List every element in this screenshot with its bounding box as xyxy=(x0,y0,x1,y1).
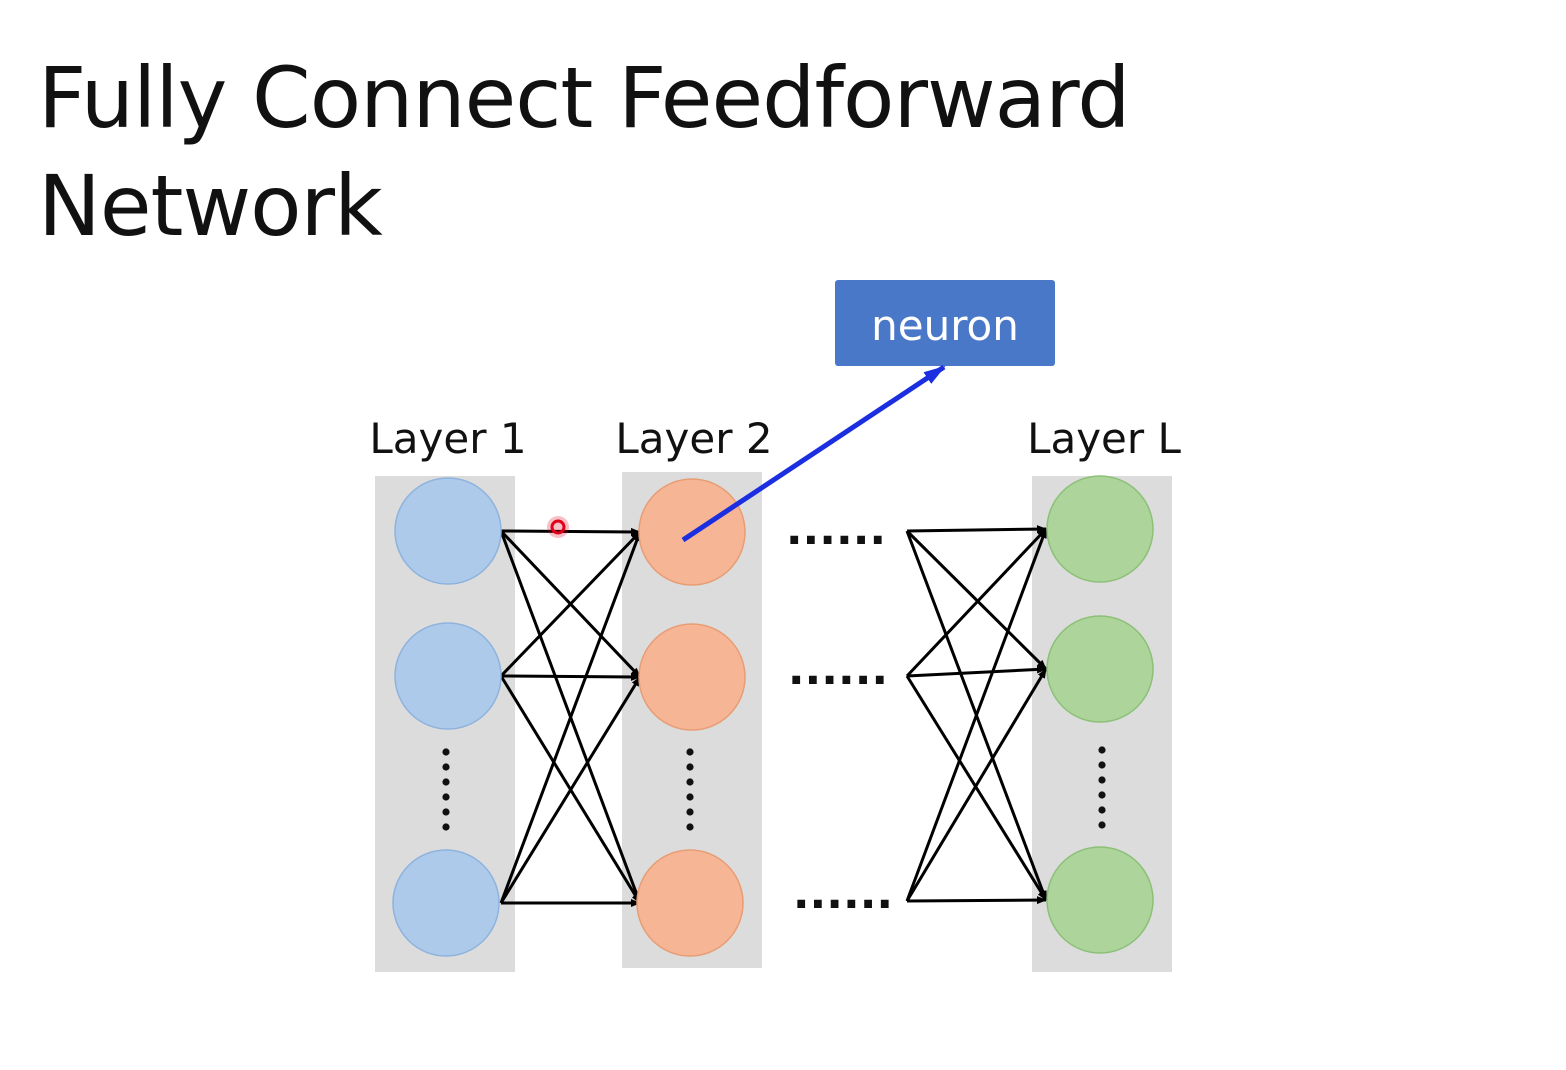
connection-edge xyxy=(906,896,1047,905)
callout-pointer-arrow xyxy=(681,364,946,543)
connection-edge xyxy=(500,672,641,681)
connection-edge xyxy=(499,531,642,904)
connection-edge xyxy=(906,665,1047,678)
connection-edge xyxy=(905,528,1048,902)
horizontal-ellipsis: ...... xyxy=(793,868,893,919)
vertical-ellipsis-dot xyxy=(442,793,450,801)
connection-edge xyxy=(905,668,1048,902)
layer-l-label: Layer L xyxy=(1027,414,1181,463)
connection-edge xyxy=(905,529,1048,671)
connection-edge xyxy=(499,530,642,678)
cursor-indicator xyxy=(547,516,569,538)
vertical-ellipsis-dot xyxy=(1098,746,1106,754)
vertical-ellipsis-dot xyxy=(1098,806,1106,814)
vertical-ellipsis-dot xyxy=(686,808,694,816)
vertical-ellipsis-dot xyxy=(442,763,450,771)
layer-1-neuron xyxy=(392,849,500,957)
vertical-ellipsis-dot xyxy=(442,778,450,786)
vertical-ellipsis-dot xyxy=(1098,821,1106,829)
layer-1-label: Layer 1 xyxy=(369,414,526,463)
layer-2-neuron xyxy=(638,623,746,731)
connection-edge xyxy=(905,527,1048,678)
layer-l-neuron xyxy=(1046,846,1154,954)
vertical-ellipsis-dot xyxy=(442,823,450,831)
layer-1-neuron xyxy=(394,622,502,730)
horizontal-ellipsis: ...... xyxy=(786,504,886,555)
layer-l-neuron xyxy=(1046,615,1154,723)
layer-2-label: Layer 2 xyxy=(615,414,772,463)
neurons xyxy=(392,475,1154,957)
neuron-callout-label: neuron xyxy=(871,301,1019,350)
vertical-ellipsis-dot xyxy=(686,823,694,831)
connection-edges xyxy=(499,525,1048,907)
vertical-ellipsis-group xyxy=(442,746,1106,831)
layer-1-neuron xyxy=(394,477,502,585)
vertical-ellipsis-dot xyxy=(1098,776,1106,784)
vertical-ellipsis-dot xyxy=(686,793,694,801)
vertical-ellipsis-dot xyxy=(686,778,694,786)
vertical-ellipsis-dot xyxy=(1098,791,1106,799)
layer-2-neuron xyxy=(636,849,744,957)
vertical-ellipsis-dot xyxy=(686,763,694,771)
connection-edge xyxy=(499,676,642,904)
slide-title: Fully Connect Feedforward Network xyxy=(38,49,1131,255)
horizontal-ellipsis: ...... xyxy=(788,644,888,695)
vertical-ellipsis-dot xyxy=(442,808,450,816)
vertical-ellipsis-dot xyxy=(442,748,450,756)
connection-edge xyxy=(500,527,641,536)
layer-l-neuron xyxy=(1046,475,1154,583)
vertical-ellipsis-dot xyxy=(686,748,694,756)
connection-edge xyxy=(905,675,1048,901)
vertical-ellipsis-dot xyxy=(1098,761,1106,769)
connection-edge xyxy=(906,525,1047,534)
neuron-callout-box xyxy=(835,280,1055,366)
